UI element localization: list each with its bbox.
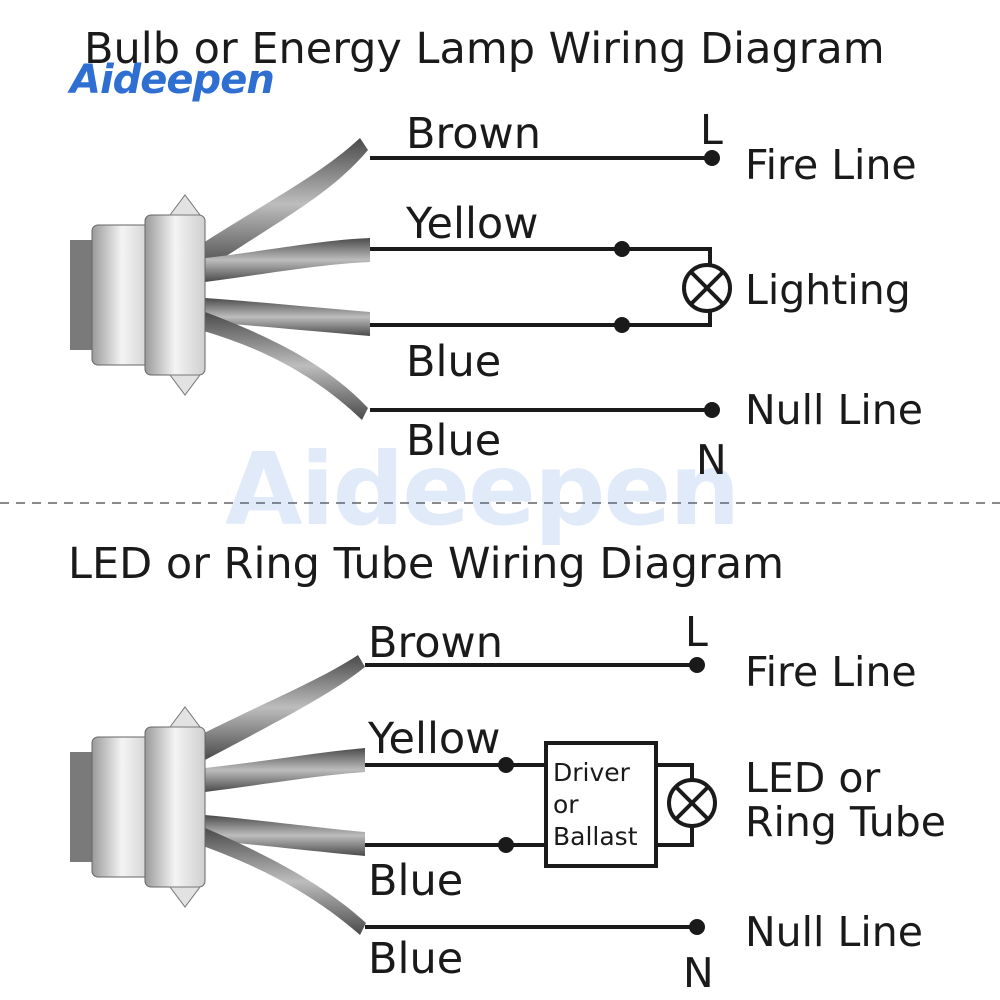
bottom-load-label-line2: Ring Tube: [745, 798, 946, 846]
top-wire-label-blue-1: Blue: [406, 337, 502, 387]
connector-latch-bottom: [169, 706, 201, 728]
cable-blue2-bottom: [200, 828, 366, 935]
top-wire-label-brown: Brown: [406, 109, 541, 159]
bottom-dots: [498, 657, 705, 935]
bottom-wire-label-blue-2: Blue: [368, 934, 464, 984]
bottom-fire-line-label: Fire Line: [745, 648, 917, 696]
bottom-load-label-line1: LED or: [745, 754, 881, 802]
lamp-symbol-bottom: [667, 778, 717, 828]
driver-ballast-box: [544, 741, 658, 868]
bottom-terminal-n: N: [683, 949, 714, 997]
top-lighting-label: Lighting: [745, 266, 911, 314]
connector-latch2-top: [169, 374, 201, 396]
brand-logo: Aideepen: [70, 57, 275, 103]
bottom-null-line-label: Null Line: [745, 908, 923, 956]
top-terminal-l: L: [700, 106, 723, 154]
watermark-logo: Aideepen: [225, 431, 740, 548]
bottom-terminal-l: L: [685, 608, 708, 656]
cable-brown-top: [200, 138, 368, 270]
bottom-wires: [365, 663, 697, 929]
bottom-wire-label-brown: Brown: [368, 618, 503, 668]
lamp-symbol-top: [682, 263, 732, 313]
bottom-wire-label-yellow: Yellow: [368, 714, 501, 764]
top-dots: [614, 150, 720, 418]
top-diagram-title: Bulb or Energy Lamp Wiring Diagram: [84, 24, 885, 74]
top-null-line-label: Null Line: [745, 386, 923, 434]
driver-box-line1: Driver: [553, 758, 630, 787]
bottom-wire-label-blue-1: Blue: [368, 856, 464, 906]
top-wire-label-blue-2: Blue: [406, 416, 502, 466]
cable-blue2-top: [200, 312, 368, 420]
connector-body-bottom: [91, 736, 153, 878]
top-wire-label-yellow: Yellow: [406, 199, 539, 249]
connector-latch-top: [169, 194, 201, 216]
driver-box-line3: Ballast: [553, 822, 638, 851]
top-fire-line-label: Fire Line: [745, 141, 917, 189]
connector-front-bottom: [144, 726, 206, 888]
connector-latch2-bottom: [169, 886, 201, 908]
cable-yellow-bottom: [205, 748, 365, 792]
bottom-connector: [70, 655, 366, 935]
cable-blue1-bottom: [205, 815, 365, 856]
cable-yellow-top: [205, 238, 370, 282]
connector-body-top: [91, 224, 153, 366]
top-connector: [70, 138, 370, 420]
driver-box-line2: or: [553, 790, 579, 819]
cable-brown-bottom: [200, 655, 365, 760]
connector-front-top: [144, 214, 206, 376]
bottom-diagram-title: LED or Ring Tube Wiring Diagram: [68, 539, 784, 589]
top-terminal-n: N: [696, 436, 727, 484]
cable-blue1-top: [205, 298, 370, 336]
